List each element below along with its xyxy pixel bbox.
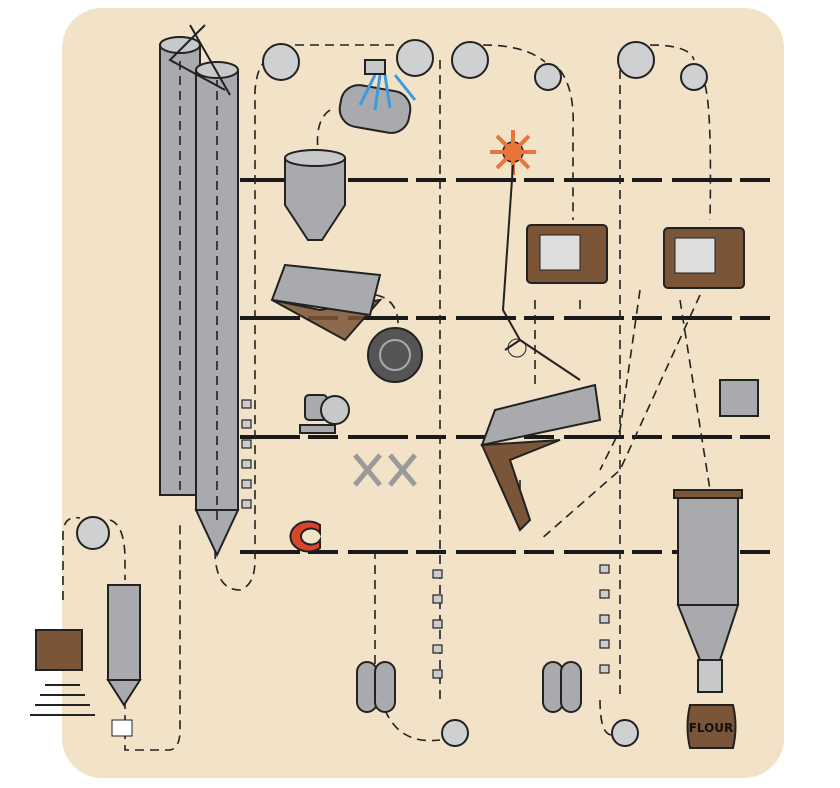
fan [299,394,350,434]
pulley [76,516,110,550]
flour-barrel: FLOUR [686,704,737,749]
sieve-tray-1 [270,263,383,342]
scouring-machine-2 [663,227,745,289]
flour-silo [673,489,743,693]
hopper [284,149,346,241]
tall-silos [159,24,240,558]
pulley [617,41,655,79]
pulley [534,63,562,91]
roller-mill-2 [542,661,582,713]
intake-silo [106,584,142,737]
pulley [451,41,489,79]
sieve-tray-2 [480,383,602,532]
crushers [353,453,417,487]
pulley [441,719,469,747]
barrel-label: FLOUR [689,721,734,735]
round-sieve [367,327,423,383]
pulley [396,39,434,77]
pulley [680,63,708,91]
pulleys [76,39,708,747]
pulley [611,719,639,747]
bucket-elevators [241,399,610,679]
background-panel [62,8,784,778]
grain-cart [30,629,95,716]
scouring-machine-1 [526,224,608,284]
magnet [289,520,321,553]
roller-mill-1 [356,661,396,713]
water-spray [358,74,417,111]
washer-drum [338,59,417,134]
flow-paths [62,44,712,751]
brush [490,130,581,381]
pulley [262,43,300,81]
small-machine [719,379,759,417]
